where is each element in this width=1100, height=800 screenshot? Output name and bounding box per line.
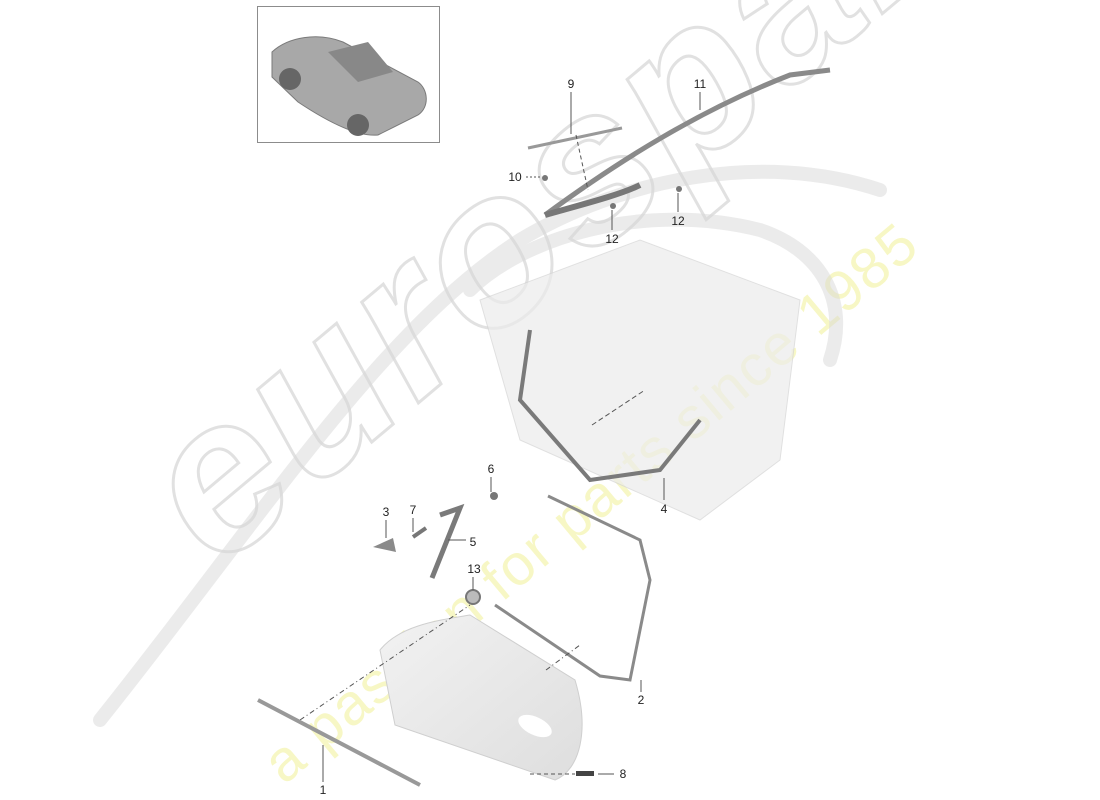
- callout-part-11[interactable]: 11: [693, 77, 707, 91]
- part-8-clip: [576, 771, 594, 776]
- callout-part-8[interactable]: 8: [619, 767, 627, 781]
- part-13-grommet: [465, 589, 481, 605]
- part-3-cap: [373, 538, 396, 552]
- callout-part-13[interactable]: 13: [467, 562, 481, 576]
- callout-part-5[interactable]: 5: [469, 535, 477, 549]
- callout-part-10[interactable]: 10: [508, 170, 522, 184]
- part-1-strip: [257, 698, 421, 787]
- callout-part-9[interactable]: 9: [567, 77, 575, 91]
- interior-ghost: [479, 239, 801, 521]
- car-icon: [271, 36, 427, 136]
- part-11-seal: [543, 67, 831, 218]
- callout-part-12b[interactable]: 12: [605, 232, 619, 246]
- callout-part-1[interactable]: 1: [319, 783, 327, 797]
- part-11-lower: [544, 182, 642, 218]
- callout-part-2[interactable]: 2: [637, 693, 645, 707]
- part-5-bracket: [429, 503, 465, 579]
- part-6-bolt: [490, 492, 498, 500]
- part-2-seal: [494, 494, 652, 682]
- callout-part-3[interactable]: 3: [382, 505, 390, 519]
- callout-part-4[interactable]: 4: [660, 502, 668, 516]
- part-7-screw: [411, 526, 428, 539]
- vehicle-thumbnail: [257, 6, 440, 143]
- car-body-ghost: [93, 164, 887, 727]
- callout-part-7[interactable]: 7: [409, 503, 417, 517]
- door-panel: [379, 614, 583, 781]
- callout-part-12a[interactable]: 12: [671, 214, 685, 228]
- callout-part-6[interactable]: 6: [487, 462, 495, 476]
- part-4-seal: [517, 329, 702, 483]
- part-9-strip: [527, 126, 623, 150]
